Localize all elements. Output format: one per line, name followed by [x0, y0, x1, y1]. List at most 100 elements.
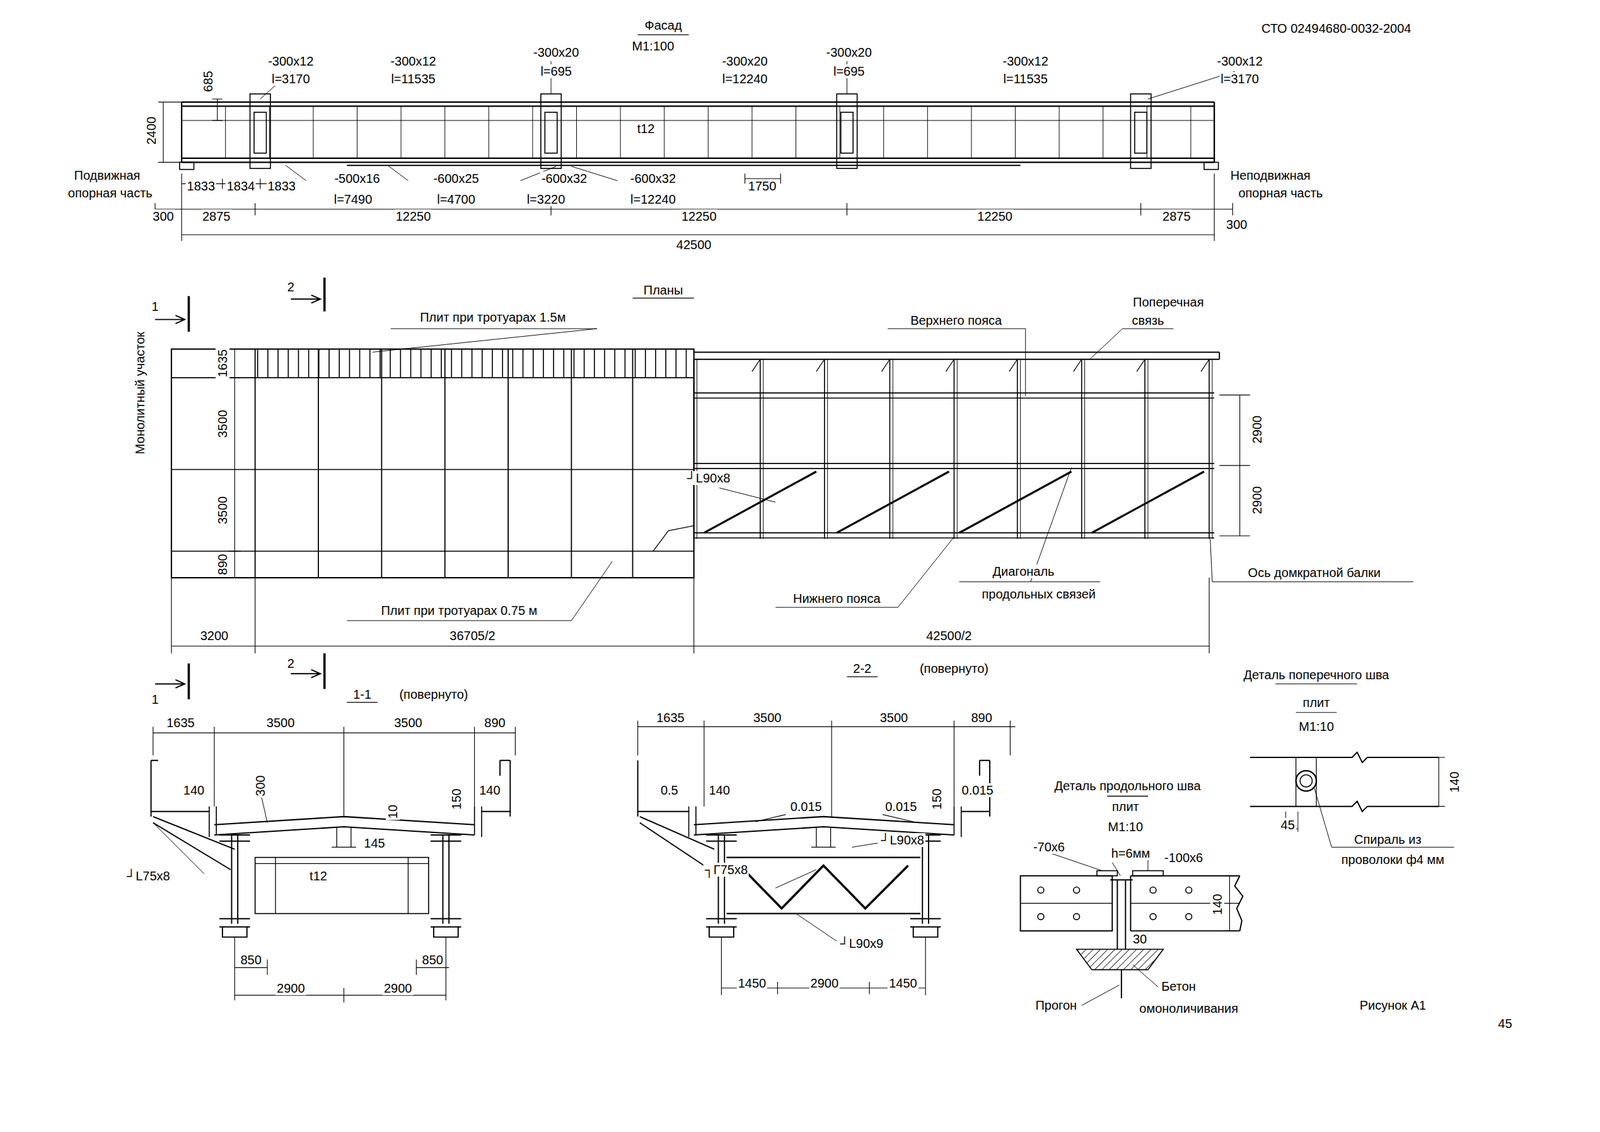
drawing-label: Прогон	[1033, 997, 1079, 1012]
drawing-label: -300х20	[532, 45, 580, 60]
drawing-label: 1833	[185, 179, 217, 193]
drawing-label: -70х6	[1031, 839, 1067, 854]
drawing-label: l=695	[539, 64, 574, 79]
drawing-label: l=695	[832, 64, 867, 79]
drawing-label: 1	[150, 299, 160, 314]
drawing-label: ┘L90х8	[879, 832, 926, 847]
drawing-label: 3500	[392, 715, 424, 730]
drawing-label: Фасад	[643, 18, 684, 33]
drawing-label: Подвижная	[73, 168, 142, 183]
drawing-label: 300	[151, 209, 175, 224]
drawing-label: 2	[286, 656, 296, 671]
drawing-label: плит	[1110, 799, 1141, 814]
drawing-label: плит	[1301, 695, 1332, 710]
drawing-label: 36705/2	[448, 628, 497, 643]
drawing-label: -300х20	[720, 54, 769, 69]
drawing-label: 45	[1496, 1016, 1514, 1031]
drawing-label: Планы	[642, 283, 685, 297]
drawing-label: l=3220	[525, 192, 567, 207]
plan-view	[155, 277, 1414, 699]
transverse-seam-detail	[1250, 683, 1455, 847]
drawing-label: М1:10	[1107, 819, 1145, 834]
drawing-label: t12	[636, 121, 657, 136]
drawing-label: l=4700	[435, 192, 477, 207]
drawing-label: Диагональ	[991, 564, 1056, 579]
drawing-label: (повернуто)	[918, 661, 990, 676]
drawing-label: проволоки ф4 мм	[1340, 852, 1446, 867]
drawing-label: -300х12	[266, 54, 315, 69]
title-underline	[346, 34, 1148, 796]
drawing-label: Неподвижная	[1229, 168, 1312, 183]
drawing-label: ┘L75х8	[125, 868, 172, 883]
drawing-label: 2875	[1161, 209, 1193, 224]
drawing-label: 12250	[394, 209, 433, 224]
drawing-label: 42500	[675, 237, 714, 252]
drawing-label: СТО 02494680-0032-2004	[1260, 21, 1413, 36]
drawing-label: 140	[1210, 892, 1225, 916]
drawing-label: продольных связей	[980, 586, 1097, 601]
drawing-label: -300х20	[825, 45, 874, 60]
drawing-label: 145	[362, 835, 386, 850]
drawing-label: (повернуто)	[397, 687, 470, 702]
drawing-label: -600х32	[540, 171, 589, 186]
drawing-label: l=11535	[389, 71, 437, 86]
drawing-label: опорная часть	[1236, 185, 1324, 200]
drawing-label: l=7490	[332, 192, 374, 207]
drawing-label: 2900	[1250, 414, 1264, 446]
drawing-label: Плит при тротуарах 0.75 м	[379, 603, 539, 618]
drawing-label: омоноличивания	[1137, 1001, 1240, 1015]
drawing-label: связь	[1130, 313, 1166, 328]
drawing-label: 3200	[199, 628, 231, 643]
drawing-label: 2-2	[851, 661, 873, 676]
drawing-label: 0.5	[659, 782, 680, 797]
drawing-label: 1450	[736, 975, 768, 990]
drawing-label: Плит при тротуарах 1.5м	[418, 310, 567, 325]
drawing-label: 3500	[265, 715, 297, 730]
drawing-label: М1:10	[1297, 719, 1336, 734]
drawing-label: ┐Г75х8	[703, 862, 749, 877]
drawing-label: Верхнего пояса	[909, 313, 1003, 328]
drawing-label: 12250	[975, 209, 1014, 224]
drawing-label: 3500	[215, 494, 230, 526]
drawing-label: 685	[201, 69, 215, 94]
cross-section-2	[637, 720, 1016, 995]
drawing-label: Ось домкратной балки	[1246, 565, 1382, 580]
drawing-label: 1833	[266, 179, 297, 193]
drawing-label: 140	[1447, 769, 1462, 794]
drawing-label: Бетон	[1159, 979, 1198, 993]
drawing-label: 1834	[225, 179, 257, 193]
drawing-label: 1-1	[351, 687, 373, 702]
drawing-label: 10	[385, 803, 400, 820]
drawing-label: 0.015	[789, 799, 824, 814]
drawing-label: 1450	[887, 975, 919, 990]
drawing-label: ┘L90х8	[685, 470, 732, 485]
drawing-label: 150	[449, 787, 464, 811]
drawing-label: -100х6	[1163, 850, 1205, 865]
drawing-label: 0.015	[883, 799, 918, 814]
longitudinal-seam-detail	[1020, 852, 1244, 1005]
drawing-label: -600х32	[629, 171, 678, 186]
drawing-label: 150	[929, 787, 944, 811]
drawing-label: 2875	[201, 209, 232, 224]
drawing-label: 2900	[809, 975, 841, 990]
drawing-label: 1635	[215, 347, 230, 379]
drawing-label: 1635	[165, 715, 197, 730]
drawing-label: 2900	[1250, 484, 1264, 516]
drawing-label: Спираль из	[1352, 832, 1423, 847]
drawing-label: l=11535	[1002, 71, 1050, 86]
drawing-label: 2900	[275, 980, 307, 995]
drawing-label: 890	[969, 710, 993, 725]
drawing-label: 2400	[144, 115, 159, 147]
drawing-label: Нижнего пояса	[791, 591, 882, 606]
drawing-label: 1750	[747, 179, 778, 193]
drawing-label: 140	[707, 782, 731, 797]
drawing-label: -300х12	[1001, 54, 1050, 69]
drawing-label: 2900	[382, 980, 414, 995]
drawing-label: 300	[1224, 217, 1249, 232]
drawing-label: 1	[150, 692, 160, 707]
drawing-label: 140	[477, 782, 502, 797]
drawing-label: 0.015	[960, 782, 995, 797]
drawing-label: Деталь продольного шва	[1053, 778, 1203, 793]
drawing-label: 3500	[878, 710, 910, 725]
drawing-label: l=12240	[629, 192, 678, 207]
